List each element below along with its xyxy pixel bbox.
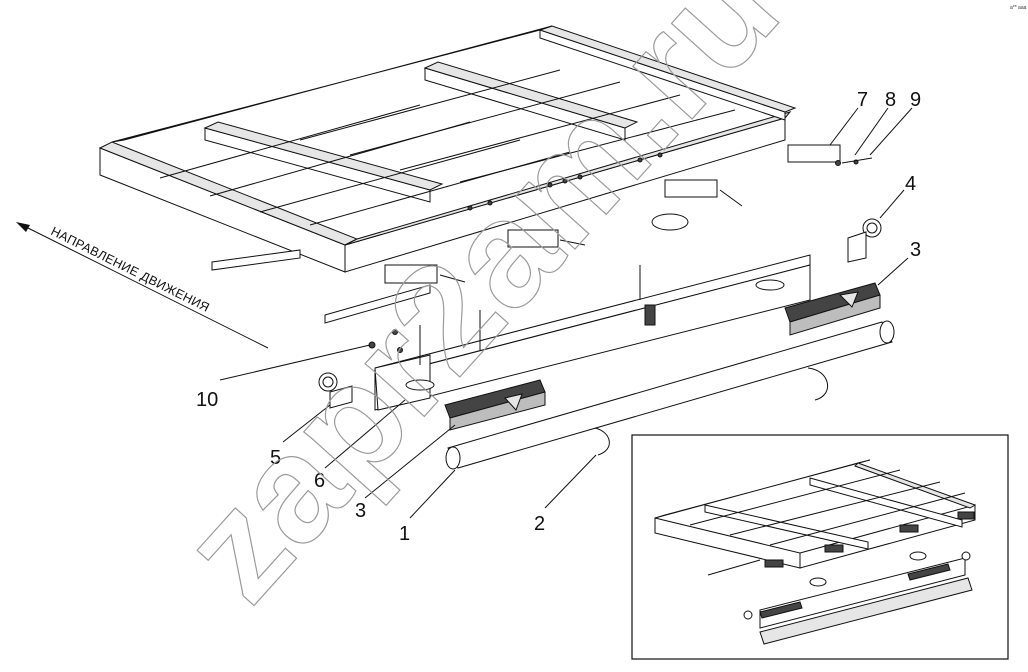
callout-label: 2 xyxy=(534,513,545,535)
callout-label: 4 xyxy=(905,173,916,195)
callout-label: 1 xyxy=(399,523,410,545)
inset-assembled-view xyxy=(631,434,1009,660)
bumper-pad-left xyxy=(444,379,546,431)
callout-label: 3 xyxy=(910,239,921,261)
direction-arrow xyxy=(16,222,269,349)
fasteners xyxy=(368,157,873,353)
tube-part xyxy=(445,320,895,470)
callout-label: 10 xyxy=(196,389,218,411)
bumper-pad-right xyxy=(784,282,881,336)
side-light-left xyxy=(318,372,353,409)
u-bolt-clamps xyxy=(594,367,829,456)
callout-label: 8 xyxy=(885,89,896,111)
direction-label: НАПРАВЛЕНИЕ ДВИЖЕНИЯ xyxy=(49,224,212,315)
corner-mark: a** aaa xyxy=(1010,5,1027,11)
callout-label: 9 xyxy=(910,89,921,111)
callout-label: 5 xyxy=(270,447,281,469)
leader-lines xyxy=(219,107,913,519)
main-frame xyxy=(98,25,841,324)
callout-label: 3 xyxy=(355,500,366,522)
callout-label: 7 xyxy=(857,89,868,111)
callout-label: 6 xyxy=(314,470,325,492)
side-light-right xyxy=(847,218,882,263)
lower-beam-assembly xyxy=(374,254,811,411)
